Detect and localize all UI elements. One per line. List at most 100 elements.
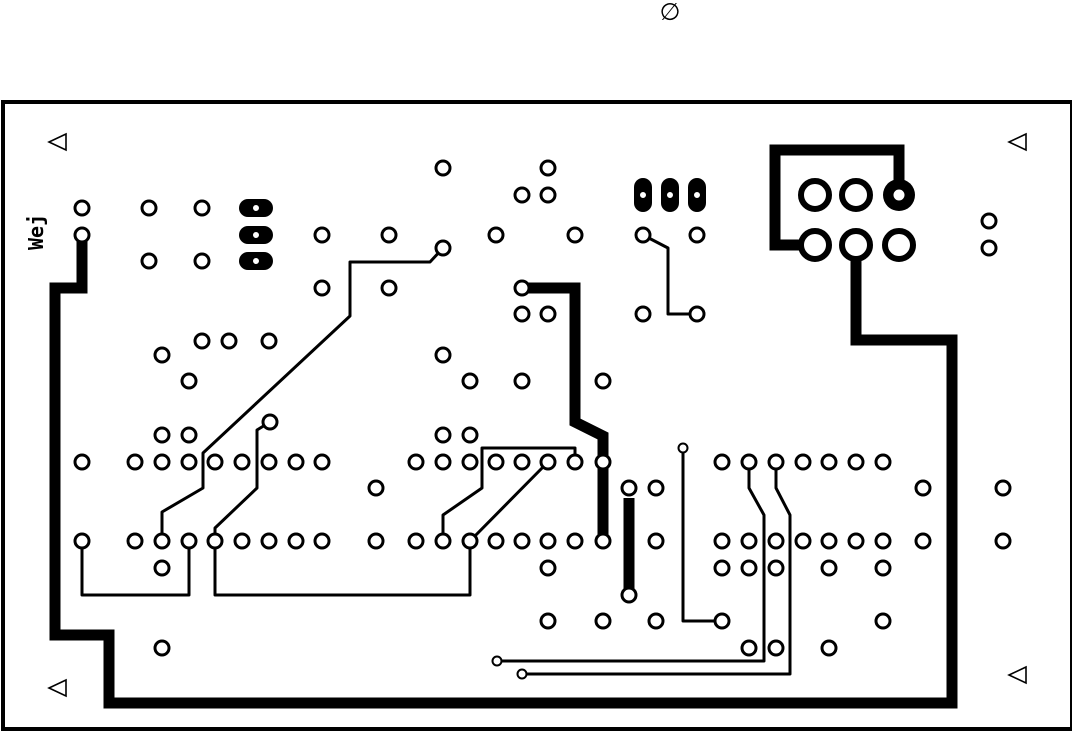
pad bbox=[794, 532, 812, 550]
pad bbox=[180, 532, 198, 550]
oblong-pad-hole bbox=[251, 230, 261, 240]
pad bbox=[767, 453, 785, 471]
pad bbox=[634, 226, 652, 244]
oblong-pad-hole bbox=[638, 190, 648, 200]
connector-pad bbox=[839, 178, 873, 212]
pad bbox=[539, 453, 557, 471]
pad bbox=[594, 532, 612, 550]
pad bbox=[313, 226, 331, 244]
pad bbox=[153, 453, 171, 471]
pad bbox=[539, 305, 557, 323]
via bbox=[491, 655, 503, 667]
pad bbox=[367, 532, 385, 550]
pad bbox=[647, 479, 665, 497]
pad bbox=[566, 453, 584, 471]
pad bbox=[153, 426, 171, 444]
pad bbox=[461, 372, 479, 390]
pad bbox=[740, 639, 758, 657]
pad bbox=[126, 453, 144, 471]
connector-pad bbox=[839, 228, 873, 262]
pad bbox=[539, 186, 557, 204]
oblong-pad-hole bbox=[665, 190, 675, 200]
pad bbox=[647, 532, 665, 550]
pad bbox=[594, 612, 612, 630]
board-label: Wej bbox=[24, 214, 48, 250]
pads-layer bbox=[73, 159, 1012, 680]
pad bbox=[313, 279, 331, 297]
pad bbox=[180, 453, 198, 471]
pad bbox=[193, 332, 211, 350]
pad bbox=[180, 426, 198, 444]
pad bbox=[487, 532, 505, 550]
corner-marker-icon bbox=[47, 132, 1027, 698]
pad bbox=[794, 453, 812, 471]
pad bbox=[73, 226, 91, 244]
pad bbox=[914, 532, 932, 550]
pad bbox=[713, 612, 731, 630]
pad bbox=[380, 226, 398, 244]
pad bbox=[73, 199, 91, 217]
pad bbox=[713, 453, 731, 471]
pad bbox=[767, 559, 785, 577]
power-traces bbox=[49, 144, 958, 709]
pad bbox=[153, 532, 171, 550]
pad bbox=[513, 305, 531, 323]
pad bbox=[740, 559, 758, 577]
pad bbox=[287, 532, 305, 550]
pad bbox=[220, 332, 238, 350]
connector-pin1-hole bbox=[890, 186, 908, 204]
pad bbox=[233, 453, 251, 471]
pad bbox=[767, 532, 785, 550]
pad bbox=[140, 252, 158, 270]
pad bbox=[206, 532, 224, 550]
pad bbox=[434, 346, 452, 364]
pad bbox=[620, 586, 638, 604]
pad bbox=[434, 453, 452, 471]
connector-pad bbox=[882, 228, 916, 262]
pad bbox=[153, 346, 171, 364]
pad bbox=[539, 612, 557, 630]
pad bbox=[994, 532, 1012, 550]
pad bbox=[434, 239, 452, 257]
pad bbox=[539, 532, 557, 550]
via bbox=[516, 668, 528, 680]
pad bbox=[634, 305, 652, 323]
via bbox=[677, 442, 689, 454]
pad bbox=[380, 279, 398, 297]
pad bbox=[260, 332, 278, 350]
pad bbox=[487, 226, 505, 244]
pad bbox=[994, 479, 1012, 497]
pad bbox=[434, 532, 452, 550]
pad bbox=[407, 453, 425, 471]
pad bbox=[513, 279, 531, 297]
diameter-symbol: ∅ bbox=[660, 0, 681, 26]
pad bbox=[740, 453, 758, 471]
oblong-pad-hole bbox=[251, 256, 261, 266]
pad bbox=[594, 372, 612, 390]
pad bbox=[461, 532, 479, 550]
pad bbox=[313, 453, 331, 471]
pad bbox=[688, 305, 706, 323]
pad bbox=[874, 453, 892, 471]
pad bbox=[261, 413, 279, 431]
pad bbox=[487, 453, 505, 471]
pad bbox=[713, 559, 731, 577]
pad bbox=[820, 559, 838, 577]
pad bbox=[367, 479, 385, 497]
connector-pad bbox=[798, 178, 832, 212]
pad bbox=[566, 532, 584, 550]
pad bbox=[180, 372, 198, 390]
pad bbox=[461, 426, 479, 444]
pad bbox=[434, 159, 452, 177]
pad bbox=[260, 532, 278, 550]
pad bbox=[193, 199, 211, 217]
pad bbox=[206, 453, 224, 471]
oblong-pad-hole bbox=[251, 203, 261, 213]
pad bbox=[688, 226, 706, 244]
pad bbox=[513, 532, 531, 550]
pad bbox=[73, 453, 91, 471]
pad bbox=[539, 559, 557, 577]
pad bbox=[461, 453, 479, 471]
pad bbox=[980, 239, 998, 257]
